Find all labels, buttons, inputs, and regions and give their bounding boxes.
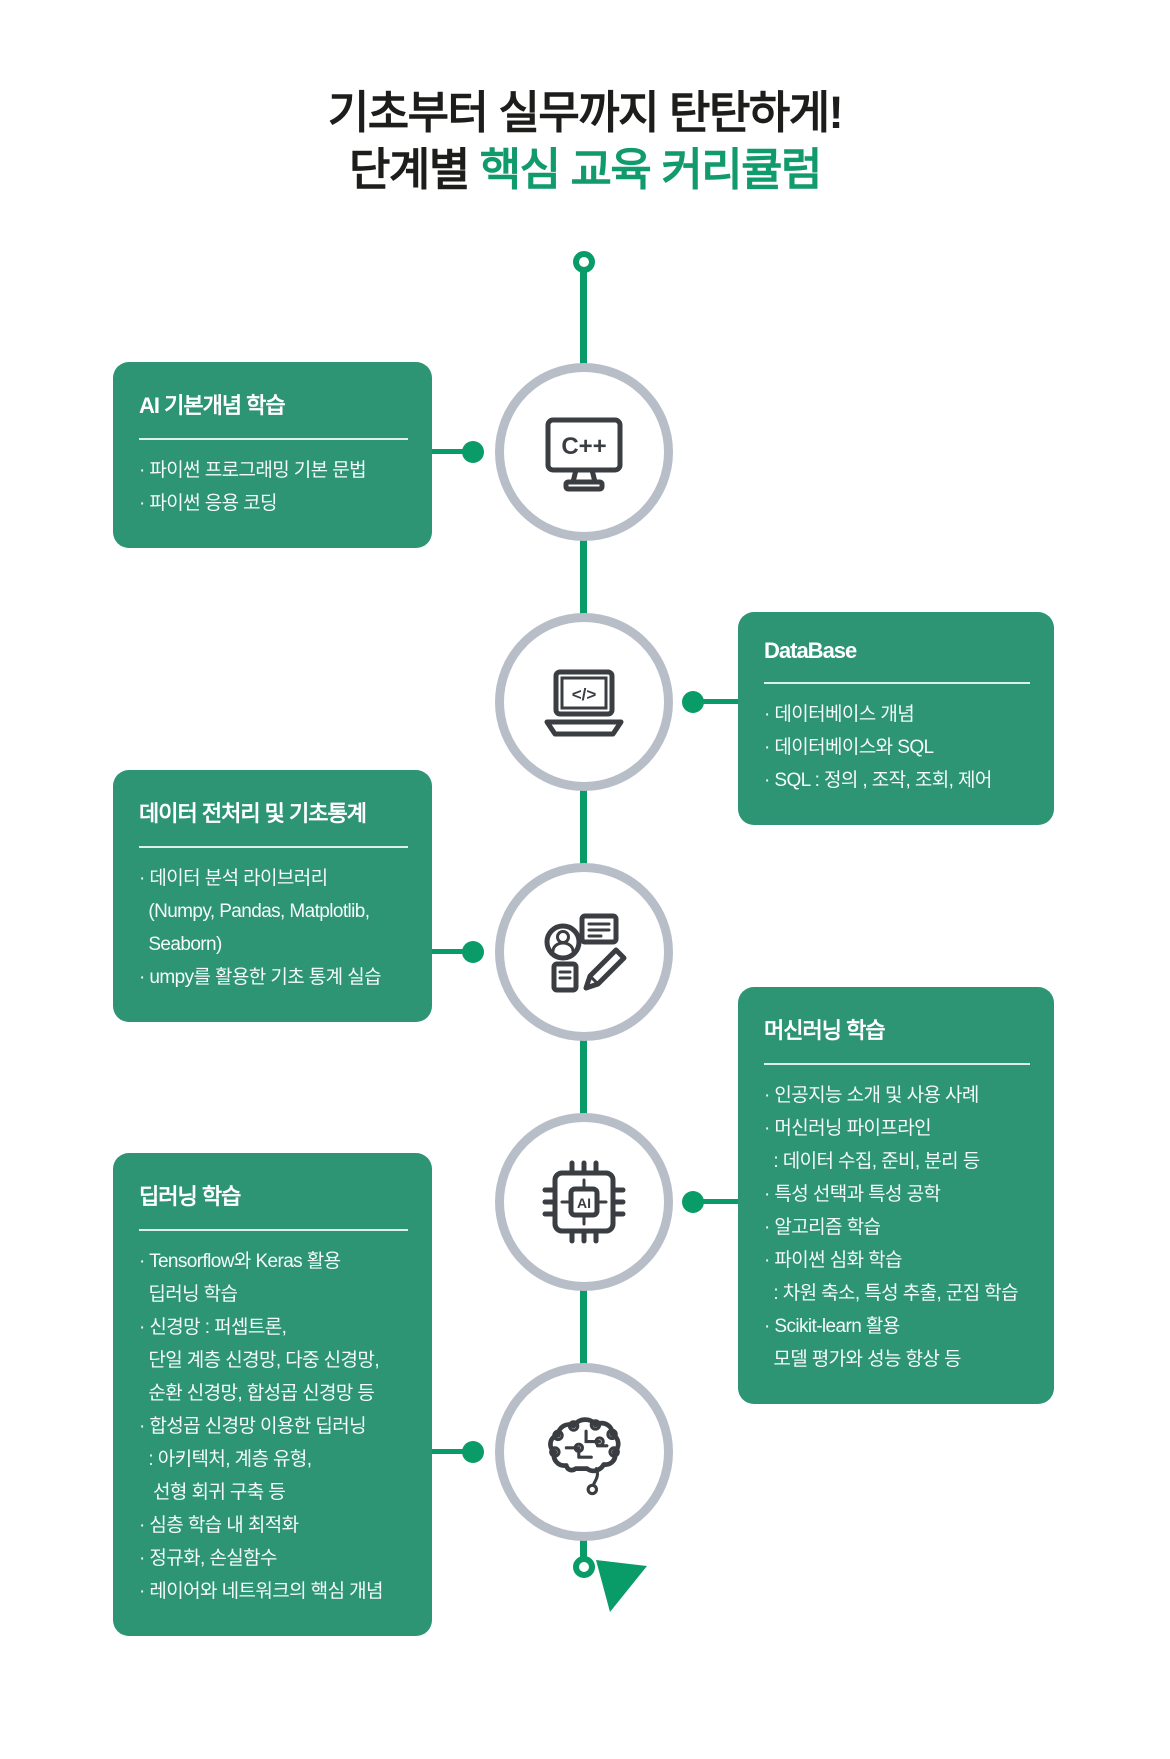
step-card-title: 머신러닝 학습 [764, 1018, 886, 1043]
connector-dot-step2 [682, 691, 704, 713]
curriculum-item: 단일 계층 신경망, 다중 신경망, [139, 1350, 379, 1371]
curriculum-item: · 데이터 분석 라이브러리 [139, 868, 328, 889]
circuit-brain-icon [548, 1417, 621, 1496]
curriculum-item: : 차원 축소, 특성 추출, 군집 학습 [764, 1283, 1019, 1304]
laptop-code-icon: </> [544, 669, 624, 737]
curriculum-item: · Scikit-learn 활용 [764, 1316, 900, 1337]
page-title-line2-black: 단계별 [349, 144, 480, 195]
curriculum-item: Seaborn) [139, 934, 222, 955]
curriculum-item: 선형 회귀 구축 등 [139, 1482, 286, 1503]
curriculum-item: · SQL : 정의 , 조작, 조회, 제어 [764, 770, 992, 791]
connector-line-step1 [428, 449, 468, 454]
cpp-monitor-icon: C++ [545, 417, 623, 492]
step-circle-3 [495, 863, 673, 1041]
card-divider [764, 1063, 1030, 1065]
curriculum-item: · umpy를 활용한 기초 통계 실습 [139, 967, 382, 988]
page-title: 기초부터 실무까지 탄탄하게! 단계별 핵심 교육 커리큘럼 [0, 84, 1170, 198]
step-circle-1: C++ [495, 363, 673, 541]
connector-dot-step3 [462, 941, 484, 963]
step-circle-4: AI [495, 1113, 673, 1291]
connector-dot-step1 [462, 441, 484, 463]
curriculum-item: · 알고리즘 학습 [764, 1217, 881, 1238]
curriculum-item: · Tensorflow와 Keras 활용 [139, 1251, 341, 1272]
card-divider [139, 846, 408, 848]
curriculum-item: · 정규화, 손실함수 [139, 1548, 278, 1569]
connector-line-step2 [700, 699, 742, 704]
page-title-line1: 기초부터 실무까지 탄탄하게! [327, 87, 844, 138]
step-card-deep-learning: 딥러닝 학습 · Tensorflow와 Keras 활용 딥러닝 학습 · 신… [113, 1153, 432, 1636]
connector-line-step5 [428, 1449, 468, 1454]
step-card-title: 데이터 전처리 및 기초통계 [139, 801, 367, 826]
connector-dot-step4 [682, 1191, 704, 1213]
curriculum-item: · 데이터베이스와 SQL [764, 737, 934, 758]
curriculum-item: 딥러닝 학습 [139, 1284, 238, 1305]
curriculum-item: · 파이썬 응용 코딩 [139, 493, 278, 514]
connector-line-step4 [700, 1199, 742, 1204]
connector-dot-step5 [462, 1441, 484, 1463]
step-card-title: DataBase [764, 638, 857, 663]
curriculum-item: · 레이어와 네트워크의 핵심 개념 [139, 1581, 383, 1602]
step-card-database: DataBase · 데이터베이스 개념 · 데이터베이스와 SQL · SQL… [738, 612, 1054, 825]
curriculum-item: (Numpy, Pandas, Matplotlib, [139, 901, 370, 922]
page-title-line2: 단계별 핵심 교육 커리큘럼 [0, 141, 1170, 198]
curriculum-item: · 파이썬 프로그래밍 기본 문법 [139, 460, 367, 481]
page-title-line2-accent: 핵심 교육 커리큘럼 [479, 144, 823, 195]
curriculum-item: 모델 평가와 성능 향상 등 [764, 1349, 961, 1370]
curriculum-item: : 데이터 수집, 준비, 분리 등 [764, 1151, 980, 1172]
step-card-title: 딥러닝 학습 [139, 1184, 241, 1209]
step-card-ai-basics: AI 기본개념 학습 · 파이썬 프로그래밍 기본 문법 · 파이썬 응용 코딩 [113, 362, 432, 548]
curriculum-item: · 데이터베이스 개념 [764, 704, 915, 725]
timeline-start-node [573, 251, 595, 273]
card-divider [139, 438, 408, 440]
svg-text:C++: C++ [561, 433, 606, 460]
timeline-end-arrow-icon [596, 1560, 647, 1612]
curriculum-item: 순환 신경망, 합성곱 신경망 등 [139, 1383, 375, 1404]
curriculum-item: · 머신러닝 파이프라인 [764, 1118, 932, 1139]
curriculum-item: · 합성곱 신경망 이용한 딥러닝 [139, 1416, 367, 1437]
connector-line-step3 [428, 949, 468, 954]
step-card-title: AI 기본개념 학습 [139, 393, 286, 418]
curriculum-item: · 특성 선택과 특성 공학 [764, 1184, 941, 1205]
step-circle-5 [495, 1363, 673, 1541]
ai-chip-icon: AI [542, 1160, 626, 1244]
card-divider [764, 682, 1030, 684]
step-card-data-preprocessing: 데이터 전처리 및 기초통계 · 데이터 분석 라이브러리 (Numpy, Pa… [113, 770, 432, 1022]
svg-text:AI: AI [577, 1195, 591, 1211]
curriculum-item: : 아키텍처, 계층 유형, [139, 1449, 312, 1470]
curriculum-item: · 심층 학습 내 최적화 [139, 1515, 299, 1536]
svg-text:</>: </> [572, 685, 597, 704]
data-preprocessing-icon [544, 913, 627, 993]
curriculum-item: · 신경망 : 퍼셉트론, [139, 1317, 287, 1338]
step-circle-2: </> [495, 613, 673, 791]
curriculum-item: · 인공지능 소개 및 사용 사례 [764, 1085, 979, 1106]
card-divider [139, 1229, 408, 1231]
step-card-machine-learning: 머신러닝 학습 · 인공지능 소개 및 사용 사례 · 머신러닝 파이프라인 :… [738, 987, 1054, 1404]
timeline-end-node [573, 1556, 595, 1578]
curriculum-item: · 파이썬 심화 학습 [764, 1250, 903, 1271]
